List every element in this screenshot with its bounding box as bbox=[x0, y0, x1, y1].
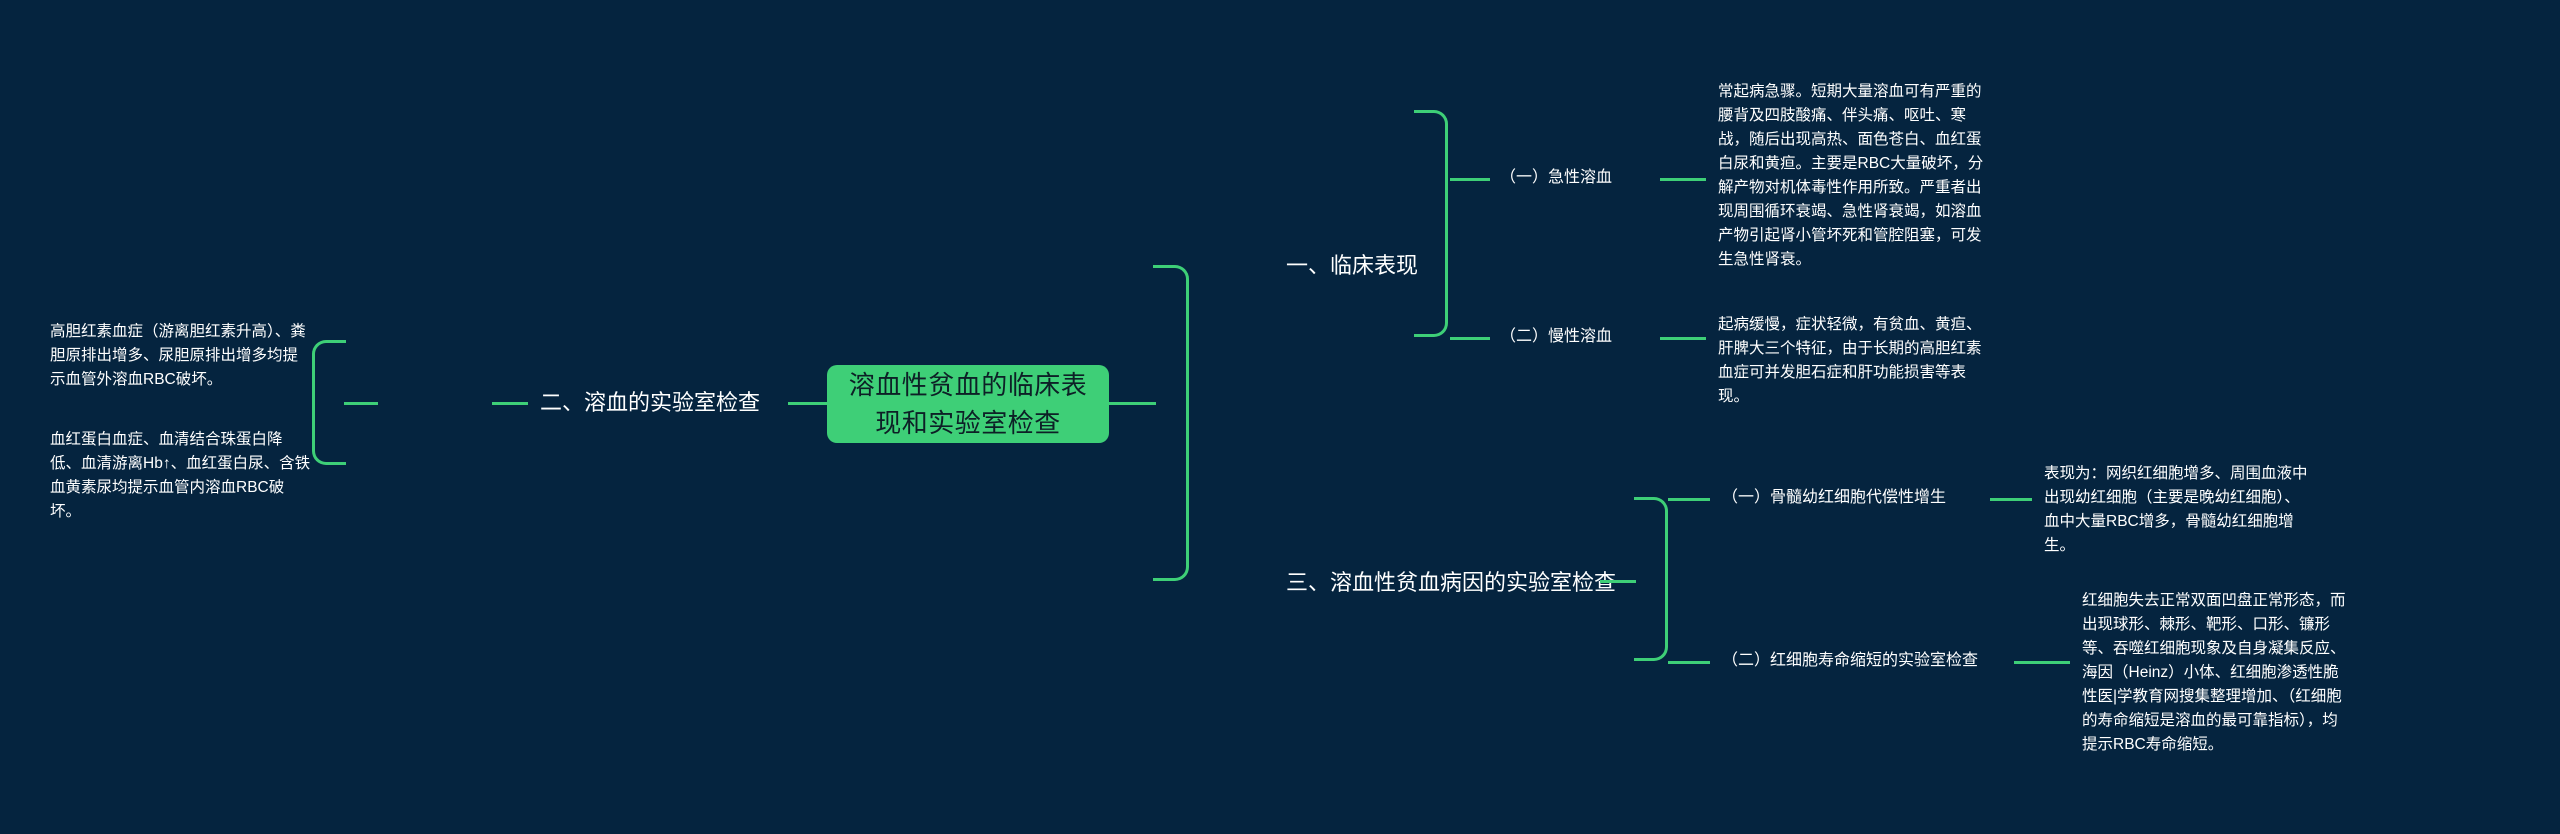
subnode-text: （二）红细胞寿命缩短的实验室检查 bbox=[1722, 652, 1979, 669]
connector-acute-hemolysis-right bbox=[1660, 178, 1706, 181]
subnode-text: （一）急性溶血 bbox=[1500, 169, 1613, 186]
branch-text: 二、溶血的实验室检查 bbox=[540, 390, 761, 415]
leaf-text: 高胆红素血症（游离胆红素升高）、粪胆原排出增多、尿胆原排出增多均提示血管外溶血R… bbox=[50, 323, 306, 388]
connector-etiology-right-stub bbox=[1600, 580, 1636, 583]
leaf-text: 血红蛋白血症、血清结合珠蛋白降低、血清游离Hb↑、血红蛋白尿、含铁血黄素尿均提示… bbox=[50, 431, 311, 520]
connector-right-trunk-top bbox=[1153, 265, 1189, 404]
connector-rbc-lifespan-left bbox=[1668, 661, 1710, 664]
connector-etiology-trunk-top bbox=[1634, 497, 1668, 581]
leaf-rbc-lifespan-detail[interactable]: 红细胞失去正常双面凹盘正常形态，而出现球形、棘形、靶形、口形、镰形等、吞噬红细胞… bbox=[2082, 589, 2352, 757]
connector-hemolysis-lab-trunk-top bbox=[312, 340, 346, 404]
subnode-rbc-lifespan-tests[interactable]: （二）红细胞寿命缩短的实验室检查 bbox=[1722, 649, 1978, 673]
connector-rbc-lifespan-right bbox=[2014, 661, 2070, 664]
leaf-text: 常起病急骤。短期大量溶血可有严重的腰背及四肢酸痛、伴头痛、呕吐、寒战，随后出现高… bbox=[1718, 83, 1984, 268]
connector-root-to-left-branch bbox=[788, 402, 830, 405]
subnode-text: （二）慢性溶血 bbox=[1500, 328, 1613, 345]
connector-right-trunk-bottom bbox=[1153, 401, 1189, 581]
subnode-chronic-hemolysis[interactable]: （二）慢性溶血 bbox=[1500, 325, 1612, 349]
subnode-acute-hemolysis[interactable]: （一）急性溶血 bbox=[1500, 166, 1612, 190]
leaf-text: 表现为：网织红细胞增多、周围血液中出现幼红细胞（主要是晚幼红细胞）、血中大量RB… bbox=[2044, 465, 2308, 554]
subnode-marrow-erythroid-hyperplasia[interactable]: （一）骨髓幼红细胞代偿性增生 bbox=[1722, 486, 1946, 510]
subnode-text: （一）骨髓幼红细胞代偿性增生 bbox=[1722, 489, 1947, 506]
leaf-intravascular-hemolysis[interactable]: 血红蛋白血症、血清结合珠蛋白降低、血清游离Hb↑、血红蛋白尿、含铁血黄素尿均提示… bbox=[50, 428, 312, 524]
leaf-text: 红细胞失去正常双面凹盘正常形态，而出现球形、棘形、靶形、口形、镰形等、吞噬红细胞… bbox=[2082, 592, 2346, 753]
branch-text: 三、溶血性贫血病因的实验室检查 bbox=[1286, 570, 1617, 595]
connector-chronic-hemolysis-right bbox=[1660, 337, 1706, 340]
root-node-label: 溶血性贫血的临床表现和实验室检查 bbox=[848, 370, 1088, 438]
connector-hemolysis-lab-trunk-bottom bbox=[312, 401, 346, 465]
root-node[interactable]: 溶血性贫血的临床表现和实验室检查 bbox=[827, 365, 1109, 443]
leaf-text: 起病缓慢，症状轻微，有贫血、黄疸、肝脾大三个特征，由于长期的高胆红素血症可并发胆… bbox=[1718, 316, 1982, 405]
connector-acute-hemolysis-left bbox=[1450, 178, 1490, 181]
branch-label-etiology[interactable]: 三、溶血性贫血病因的实验室检查 bbox=[1286, 568, 1616, 598]
connector-hemolysis-lab-right-stub bbox=[492, 402, 528, 405]
connector-marrow-erythroid-right bbox=[1990, 498, 2032, 501]
connector-chronic-hemolysis-left bbox=[1450, 337, 1490, 340]
branch-label-hemolysis-lab[interactable]: 二、溶血的实验室检查 bbox=[540, 388, 760, 418]
leaf-extravascular-hemolysis[interactable]: 高胆红素血症（游离胆红素升高）、粪胆原排出增多、尿胆原排出增多均提示血管外溶血R… bbox=[50, 320, 312, 392]
leaf-acute-hemolysis-detail[interactable]: 常起病急骤。短期大量溶血可有严重的腰背及四肢酸痛、伴头痛、呕吐、寒战，随后出现高… bbox=[1718, 80, 1988, 272]
connector-etiology-trunk-bottom bbox=[1634, 579, 1668, 661]
connector-hemolysis-lab-trunk-stub bbox=[344, 402, 378, 405]
connector-clinical-trunk-bottom bbox=[1414, 264, 1448, 337]
branch-label-clinical[interactable]: 一、临床表现 bbox=[1286, 251, 1418, 281]
leaf-chronic-hemolysis-detail[interactable]: 起病缓慢，症状轻微，有贫血、黄疸、肝脾大三个特征，由于长期的高胆红素血症可并发胆… bbox=[1718, 313, 1988, 409]
connector-root-to-right-trunk bbox=[1106, 402, 1156, 405]
connector-marrow-erythroid-left bbox=[1668, 498, 1710, 501]
leaf-marrow-erythroid-detail[interactable]: 表现为：网织红细胞增多、周围血液中出现幼红细胞（主要是晚幼红细胞）、血中大量RB… bbox=[2044, 462, 2314, 558]
connector-clinical-trunk-top bbox=[1414, 110, 1448, 267]
branch-text: 一、临床表现 bbox=[1286, 253, 1419, 278]
